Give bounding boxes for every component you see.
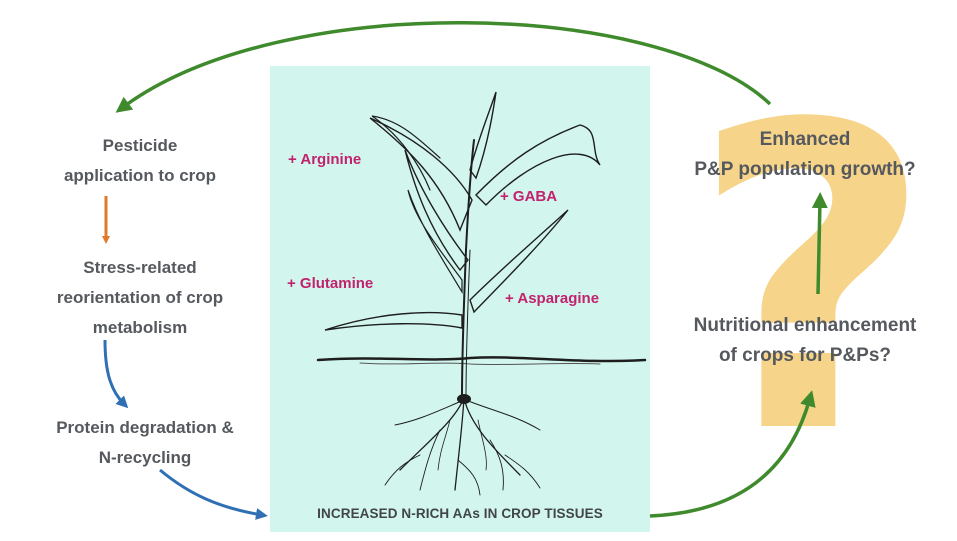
arrow-green-1 (649, 390, 816, 518)
label-glutamine: + Glutamine (287, 275, 374, 292)
step-protein-degradation: Protein degradation & N-recycling (56, 418, 234, 467)
leaf (475, 124, 601, 206)
arrow-green-2 (811, 192, 828, 295)
step-pesticide-application: Pesticide application to crop (63, 136, 217, 185)
label-gaba: + GABA (500, 188, 558, 205)
leaf (324, 311, 463, 331)
plant-panel (270, 66, 650, 532)
label-arginine: + Arginine (288, 151, 362, 168)
leaf (369, 117, 473, 232)
step-stress-reorientation: Stress-related reorientation of crop met… (56, 258, 224, 337)
leaf (404, 149, 469, 272)
leaf (469, 91, 497, 180)
step-nutritional-enhancement: Nutritional enhancement of crops for P&P… (693, 315, 917, 366)
arrow-blue-2 (159, 468, 268, 520)
label-asparagine: + Asparagine (505, 290, 600, 307)
root (394, 399, 465, 426)
root (463, 397, 521, 476)
arrow-blue-1 (103, 339, 129, 409)
leaf (469, 209, 569, 314)
panel-caption: INCREASED N-RICH AAs IN CROP TISSUES (317, 506, 603, 521)
root (454, 397, 465, 491)
arrow-green-loop (115, 21, 772, 113)
question-mark-icon: ? (690, 37, 934, 526)
root (465, 399, 541, 431)
root-crown (457, 394, 471, 404)
step-enhanced-population: Enhanced P&P population growth? (694, 129, 916, 180)
soil-line (316, 356, 647, 363)
